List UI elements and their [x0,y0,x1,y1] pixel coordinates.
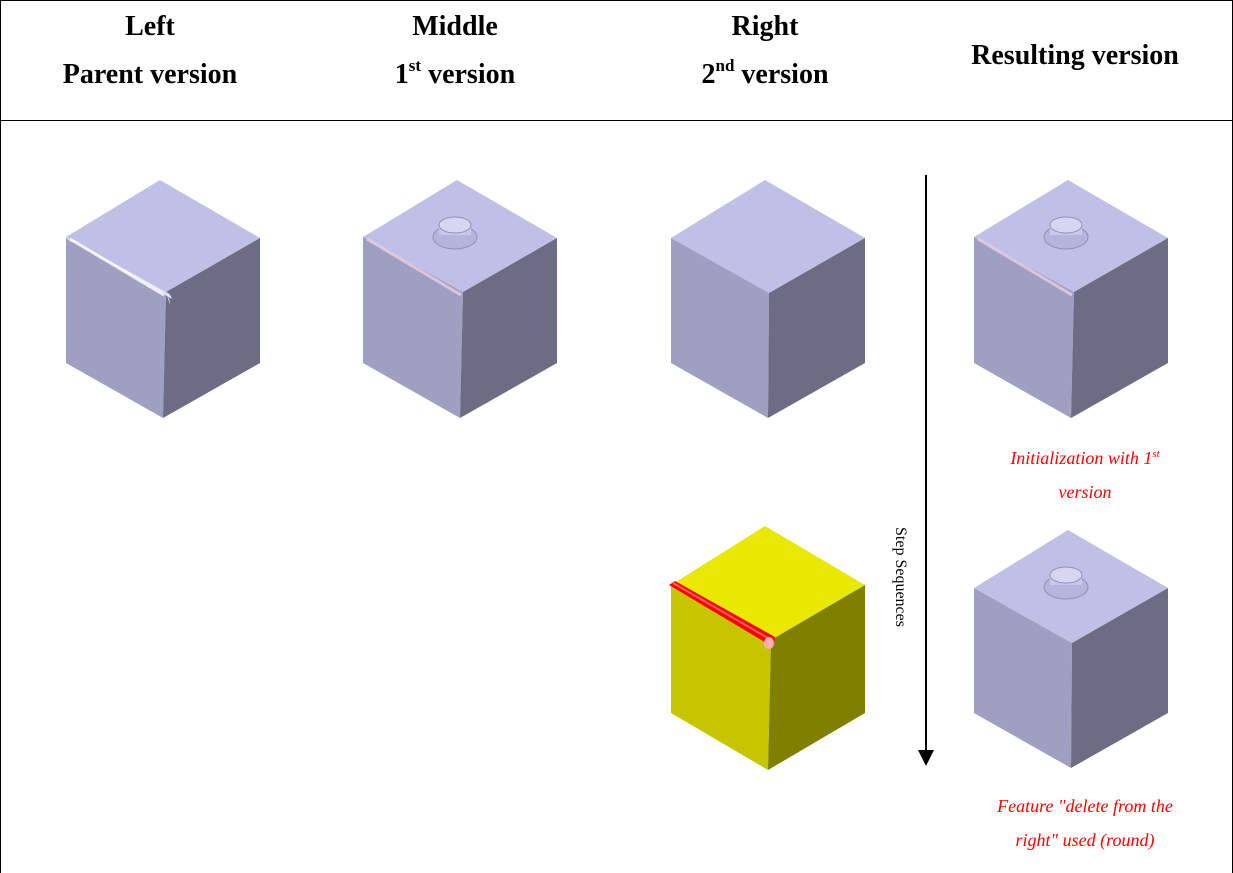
header-middle-first: Middle 1st version [335,13,575,89]
cube-right-second [671,180,865,418]
cube-top-face [671,180,865,293]
round-edge-corner [160,292,170,305]
round-edge-end [764,637,774,649]
caption-initialization-sup: st [1152,448,1160,460]
round-edge-highlight [366,237,462,297]
round-edge-highlight [977,237,1073,297]
header-right-sup: nd [715,55,735,75]
header-right-rest: version [734,59,829,90]
header-left-title: Left [125,11,175,42]
cube-middle-first [363,180,557,418]
step-sequence-arrow-head [918,750,934,766]
boss-top [1049,566,1083,584]
header-middle-rest: version [421,59,516,90]
header-middle-sup: st [408,55,422,75]
header-middle-subtitle: 1st version [335,57,575,90]
header-result-title: Resulting version [971,40,1179,71]
cube-result-feature-deleted [974,530,1168,768]
header-right-second: Right 2nd version [645,13,885,89]
caption-initialization-text: Initialization with 1 [1010,448,1153,468]
header-resulting-version: Resulting version [930,42,1220,70]
header-right-subtitle: 2nd version [645,57,885,90]
cube-right-face [1071,238,1168,418]
caption-feature-line2: right" used (round) [1015,830,1155,850]
header-left-subtitle: Parent version [62,59,238,90]
cube-right-face [163,238,260,418]
header-middle-num: 1 [394,59,409,90]
cube-right-face [768,238,865,418]
cube-right-face [1071,588,1168,768]
caption-feature-line1: Feature "delete from the [997,796,1173,816]
header-divider [0,120,1233,121]
boss-top [1049,216,1083,234]
round-edge-highlight-line [672,582,774,642]
caption-feature-delete: Feature "delete from the right" used (ro… [945,789,1225,857]
caption-initialization-text2: version [1058,482,1112,502]
cube-right-face [460,238,557,418]
header-middle-title: Middle [412,11,498,42]
header-right-num: 2 [701,59,716,90]
step-sequences-text: Step Sequences [892,527,909,627]
caption-initialization: Initialization with 1st version [960,441,1210,509]
cube-top-face [66,180,260,292]
round-edge-highlighted [669,581,775,647]
cube-left-face [671,585,771,770]
round-edge-highlight [69,237,165,297]
cube-result-initialization [974,180,1168,418]
cube-left-face [671,238,769,418]
header-right-title: Right [731,11,799,42]
boss-top [438,216,472,234]
step-sequence-arrow-line [925,175,927,753]
header-left-parent: Left Parent version [30,13,270,89]
cube-left-face [974,588,1072,768]
cube-left-parent [64,180,260,418]
cube-right-face [768,585,865,770]
cube-right-highlighted-round [669,526,865,770]
